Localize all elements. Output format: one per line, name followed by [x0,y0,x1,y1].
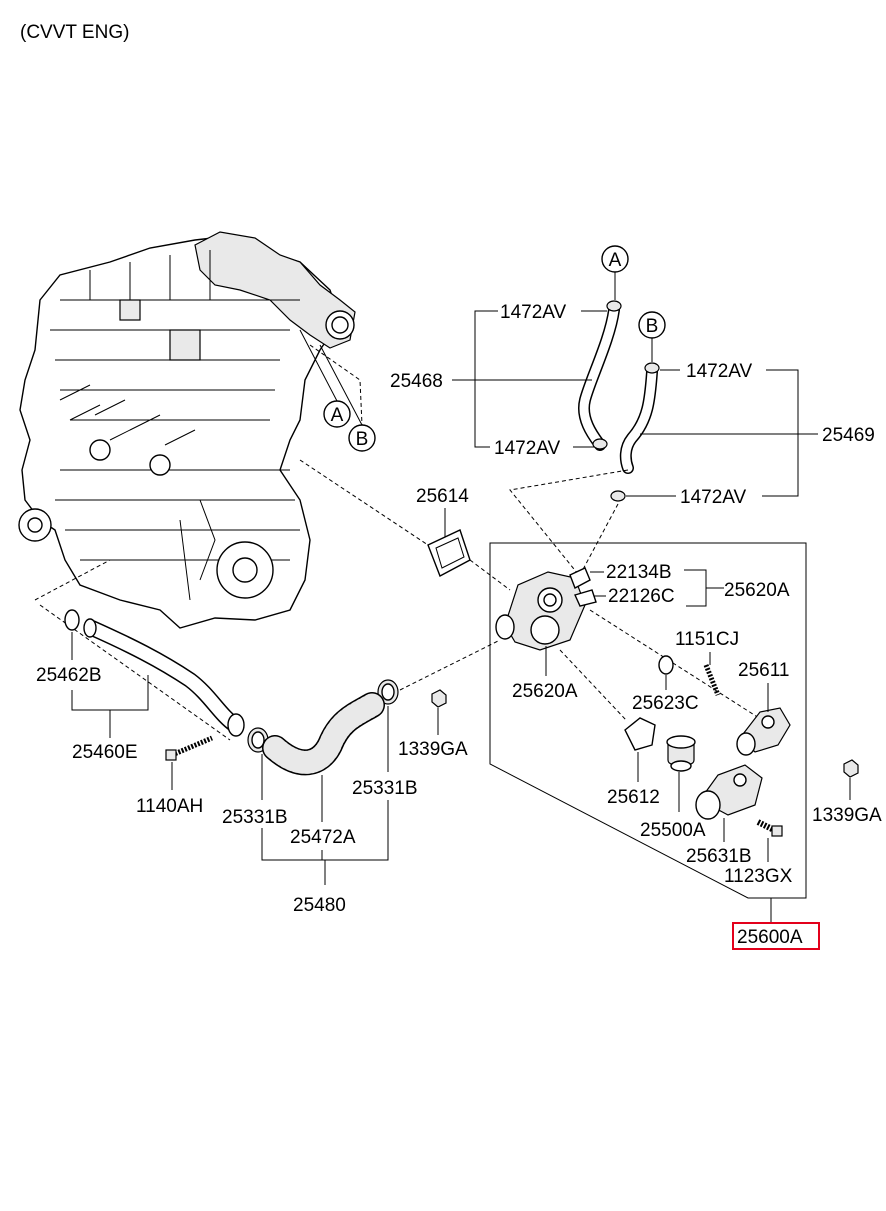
highlighted-part-25600a[interactable]: 25600A [732,922,820,950]
label-25612: 25612 [607,787,660,808]
bolt-1140ah [171,735,213,758]
label-25468: 25468 [390,371,443,392]
label-22126c: 22126C [608,586,675,607]
label-25600a: 25600A [737,927,803,948]
connector-marker-a-hose: A [601,245,629,273]
label-25480: 25480 [293,895,346,916]
svg-text:A: A [331,405,344,426]
hose-clamp-icon [592,438,608,450]
hose-clamp-icon [606,300,622,312]
label-25472a: 25472A [290,827,356,848]
label-25620a: 25620A [512,681,578,702]
label-1472av: 1472AV [500,302,567,323]
bolt-head-icon [771,825,783,837]
water-outlet-housing-25620a [495,567,597,651]
label-25611: 25611 [738,660,789,681]
connector-marker-b-engine: B [348,424,376,452]
label-1472av: 1472AV [686,361,753,382]
label-1339ga: 1339GA [398,739,468,760]
engine-assembly-illustration [18,231,356,629]
label-25460e: 25460E [72,742,138,763]
label-1123gx: 1123GX [724,866,793,887]
label-25631b: 25631B [686,846,752,867]
connector-marker-a-engine: A [323,400,351,428]
svg-text:B: B [356,429,369,450]
label-1339ga: 1339GA [812,805,882,826]
o-ring-25462b [64,609,80,631]
label-25614: 25614 [416,486,469,507]
o-ring-25623c [658,655,674,675]
nut-1339ga [431,689,447,708]
bolt-head-icon [165,749,177,761]
hose-clamp-icon [610,490,626,502]
thermostat-housing-25631b [695,764,763,820]
connector-marker-b-hose: B [638,311,666,339]
label-1140ah: 1140AH [136,796,203,817]
svg-text:B: B [646,316,659,337]
label-25331b: 25331B [352,778,418,799]
hose-clamp-icon [644,362,660,374]
label-25469: 25469 [822,425,875,446]
label-22134b: 22134B [606,562,672,583]
label-25620a: 25620A [724,580,790,601]
label-1472av: 1472AV [494,438,561,459]
fitting-25611 [736,707,791,756]
label-25500a: 25500A [640,820,706,841]
label-25623c: 25623C [632,693,699,714]
label-25331b: 25331B [222,807,288,828]
stud-bolt-1151cj [703,664,721,696]
svg-text:A: A [609,250,622,271]
engine-note: (CVVT ENG) [20,22,129,43]
label-1151cj: 1151CJ [675,629,739,650]
assembly-outline-box [489,542,807,899]
gasket-25612 [624,717,656,751]
nut-1339ga [843,759,859,778]
label-25462b: 25462B [36,665,102,686]
gasket-25614 [427,529,471,577]
label-1472av: 1472AV [680,487,747,508]
thermostat-25500a [666,735,696,772]
